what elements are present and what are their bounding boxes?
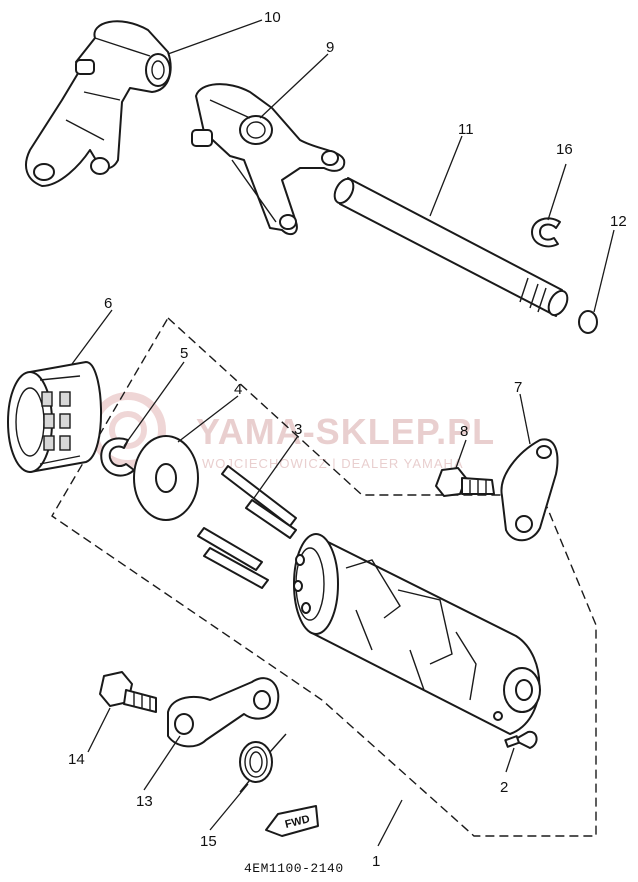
fwd-arrow: FWD — [265, 805, 319, 837]
callout-14: 14 — [68, 751, 85, 768]
callout-10: 10 — [264, 9, 281, 26]
watermark: YAMA-SKLEP.PL WOJCIECHOWICZ | DEALER YAM… — [90, 392, 495, 471]
part-5-circlip — [100, 437, 135, 477]
callout-1: 1 — [372, 853, 380, 870]
callouts: 1 2 3 4 5 6 7 8 9 10 11 12 13 14 15 16 — [68, 9, 627, 870]
callout-16: 16 — [556, 141, 573, 158]
part-9-shift-fork — [191, 83, 346, 236]
part-12-o-ring — [578, 310, 598, 334]
part-11-guide-bar — [333, 177, 569, 317]
callout-6: 6 — [104, 295, 112, 312]
callout-15: 15 — [200, 833, 217, 850]
leader-lines — [71, 19, 615, 847]
part-10-shift-fork — [25, 20, 172, 187]
assembly-boundary — [51, 316, 597, 837]
callout-12: 12 — [610, 213, 627, 230]
callout-7: 7 — [514, 379, 522, 396]
watermark-sub-text: WOJCIECHOWICZ | DEALER YAMAHA — [202, 456, 464, 471]
callout-11: 11 — [458, 121, 474, 138]
part-4-washer — [133, 435, 199, 521]
callout-13: 13 — [136, 793, 153, 810]
fwd-label: FWD — [284, 813, 311, 831]
part-14-bolt — [99, 671, 157, 713]
part-6-bearing — [7, 361, 102, 473]
part-3-pins — [197, 465, 297, 589]
part-16-circlip — [531, 217, 561, 248]
watermark-main-text: YAMA-SKLEP.PL — [196, 411, 495, 452]
callout-3: 3 — [294, 421, 302, 438]
callout-4: 4 — [234, 381, 242, 398]
callout-9: 9 — [326, 39, 334, 56]
part-2-pin — [504, 730, 538, 749]
part-7-stopper-plate — [500, 438, 559, 542]
callout-8: 8 — [460, 423, 468, 440]
callout-5: 5 — [180, 345, 188, 362]
part-code: 4EM1100-2140 — [244, 861, 344, 876]
part-8-bolt — [435, 467, 495, 497]
callout-2: 2 — [500, 779, 508, 796]
part-1-shift-drum — [293, 533, 541, 735]
part-15-spring — [239, 733, 287, 793]
part-13-lever — [167, 677, 280, 748]
